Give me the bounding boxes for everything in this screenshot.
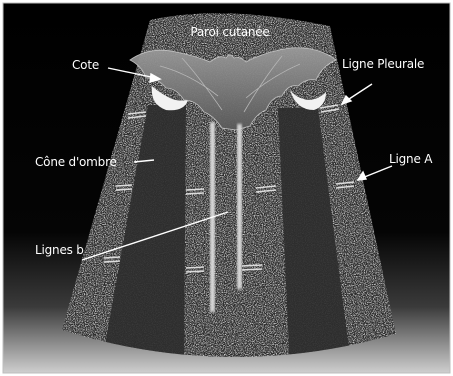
label-shadow-cone: Cône d'ombre (35, 155, 117, 169)
label-b-lines: Lignes b (35, 243, 84, 257)
label-rib: Cote (72, 58, 99, 72)
label-pleural-line: Ligne Pleurale (342, 57, 424, 71)
label-skin-wall: Paroi cutanée (190, 25, 269, 39)
label-a-line: Ligne A (389, 152, 432, 166)
